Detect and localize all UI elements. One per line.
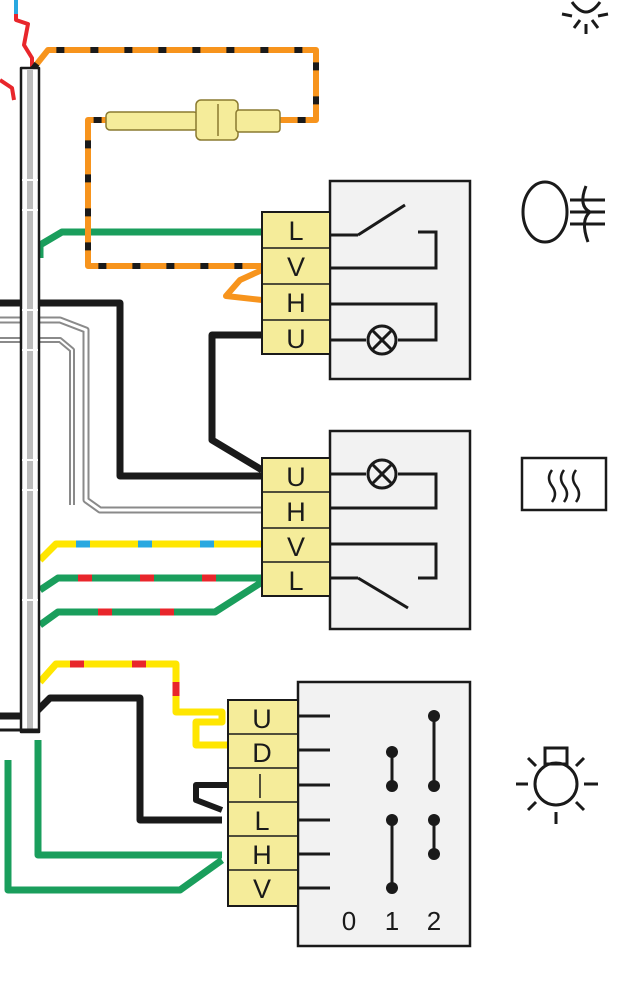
pin-label: L (254, 806, 269, 836)
wire-green-1 (36, 228, 262, 258)
wire-yellow-red-stripe (56, 660, 180, 712)
wire-green-3 (37, 579, 264, 628)
switch-circuit (330, 458, 438, 610)
switch-body (328, 429, 472, 631)
switch-circuit (298, 714, 436, 890)
wire-grey-bus-inner (0, 318, 262, 512)
wire-orange-loop (29, 47, 319, 269)
connector-block (261, 211, 331, 355)
switch-front-fog[interactable]: L V H U (261, 179, 605, 381)
wire-green-5 (4, 760, 225, 894)
position-label: 0 (342, 906, 356, 936)
wires (0, 0, 319, 894)
pin-label: V (287, 532, 305, 562)
wire-black-link-2 (193, 782, 228, 813)
pin-label: H (286, 288, 306, 318)
pin-labels: U D L H V (252, 704, 272, 904)
pin-labels: L V H U (286, 216, 306, 354)
pin-labels: U H V L (286, 462, 306, 596)
wire-red-left (0, 78, 16, 101)
wire-black-link (208, 331, 264, 474)
pin-label: V (287, 252, 305, 282)
switch-lights[interactable]: U D L H V (227, 680, 598, 948)
wire-red-top (14, 0, 34, 70)
pin-label: L (288, 216, 303, 246)
switch-circuit (330, 203, 438, 356)
pin-label: U (286, 324, 306, 354)
pin-label: H (252, 840, 272, 870)
switch-positions: 0 1 2 (342, 906, 441, 936)
pin-label: H (286, 497, 306, 527)
bulb-icon-partial (561, 1, 609, 34)
connector-block (227, 699, 299, 907)
temperature-sensor (105, 99, 281, 141)
headlight-bulb-icon (516, 746, 598, 824)
pin-label: D (252, 738, 272, 768)
pin-label: U (286, 462, 306, 492)
switch-body (328, 179, 472, 381)
rear-window-heater-icon (520, 456, 608, 512)
connector-block (261, 457, 331, 597)
position-label: 1 (385, 906, 399, 936)
front-fog-lamp-icon (521, 180, 605, 244)
switch-rear-defrost[interactable]: U H V L (261, 429, 608, 631)
switch-contact-dots (386, 710, 440, 894)
wire-yellow-blue (37, 540, 262, 563)
position-label: 2 (427, 906, 441, 936)
trunk-separators (22, 179, 38, 601)
switch-body (296, 680, 472, 948)
pin-label: V (253, 874, 271, 904)
wire-black-main (0, 299, 262, 480)
wire-green-2 (38, 574, 262, 593)
wire-green-4 (34, 740, 222, 859)
pin-label: L (288, 566, 303, 596)
wire-yellow-red (37, 660, 228, 749)
wire-orange-link (223, 267, 264, 303)
pin-label: U (252, 704, 272, 734)
